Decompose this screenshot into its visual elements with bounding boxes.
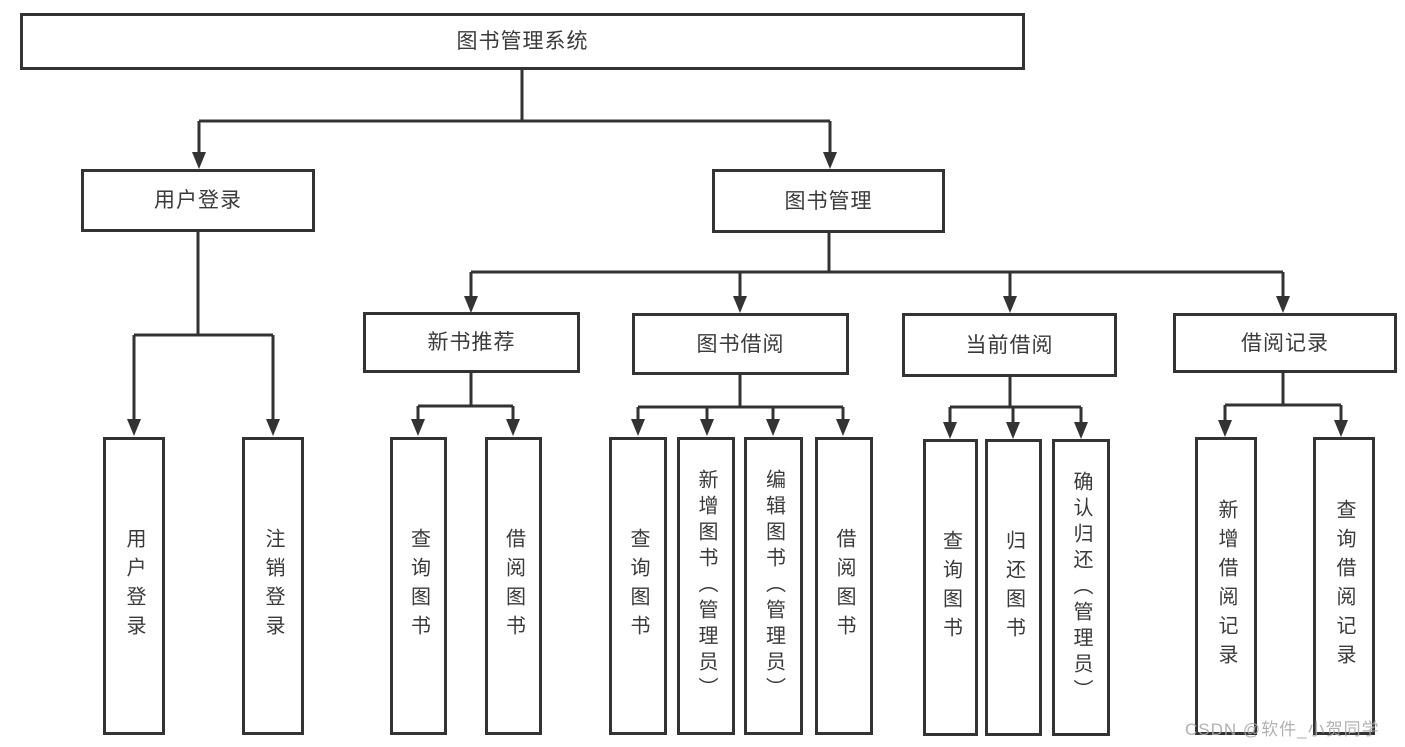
- connector-user-login-children: [132, 232, 275, 421]
- leaf-borrow-books-recommend: 借阅图书: [485, 437, 542, 735]
- leaf-return-book: 归还图书: [985, 439, 1042, 736]
- node-book-management: 图书管理: [712, 169, 945, 233]
- arrowheads-new-book-recommend-children: [411, 419, 520, 436]
- leaf-edit-book-admin: 编辑图书（管理员）: [744, 437, 803, 735]
- leaf-query-borrow-record: 查询借阅记录: [1313, 437, 1375, 735]
- node-current-borrow: 当前借阅: [902, 313, 1117, 377]
- leaf-query-books-current: 查询图书: [923, 439, 978, 736]
- leaf-query-books-recommend: 查询图书: [390, 437, 447, 735]
- leaf-user-login: 用户登录: [103, 437, 165, 735]
- leaf-confirm-return-admin: 确认归还（管理员）: [1052, 439, 1110, 736]
- leaf-borrow-books: 借阅图书: [815, 437, 873, 735]
- arrowheads-book-management-children: [464, 296, 1290, 313]
- arrowheads-book-borrow-children: [631, 419, 850, 436]
- node-user-login: 用户登录: [81, 169, 315, 232]
- connector-book-borrow-children: [636, 375, 845, 421]
- arrowheads-current-borrow-children: [943, 422, 1088, 439]
- connector-book-management-children: [469, 233, 1285, 297]
- connector-current-borrow-children: [948, 377, 1083, 424]
- arrowheads-borrow-records-children: [1218, 420, 1348, 437]
- leaf-add-book-admin: 新增图书（管理员）: [677, 437, 735, 735]
- connector-new-book-recommend-children: [416, 373, 515, 421]
- leaf-add-borrow-record: 新增借阅记录: [1195, 437, 1257, 735]
- arrowheads-root-to-level2: [192, 152, 837, 169]
- watermark-text: CSDN @软件_小贺同学: [1185, 720, 1380, 739]
- node-borrow-records: 借阅记录: [1173, 313, 1397, 373]
- node-new-book-recommend: 新书推荐: [363, 312, 580, 373]
- arrowheads-user-login-children: [127, 419, 280, 436]
- connector-root-to-level2: [197, 70, 832, 154]
- leaf-query-books-borrow: 查询图书: [609, 437, 667, 735]
- node-root-library-system: 图书管理系统: [20, 13, 1025, 70]
- leaf-logout: 注销登录: [242, 437, 304, 735]
- node-book-borrow: 图书借阅: [632, 313, 849, 375]
- connector-borrow-records-children: [1223, 373, 1343, 421]
